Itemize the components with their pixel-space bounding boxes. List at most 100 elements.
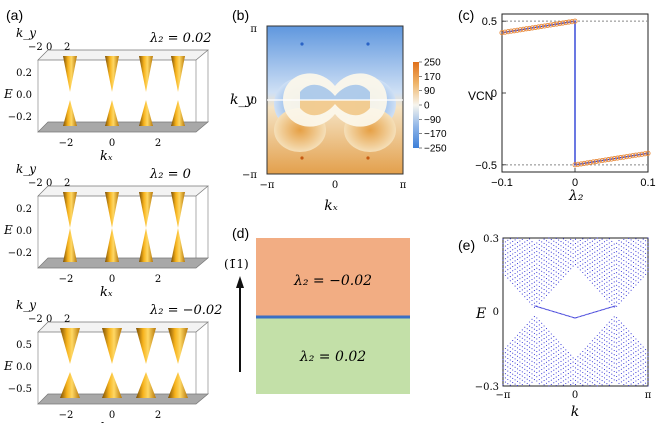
e-band-point <box>611 266 613 268</box>
a-cone-upper <box>105 192 119 228</box>
e-band-point <box>516 267 519 269</box>
e-band-point <box>608 359 610 361</box>
e-band-point <box>526 277 528 279</box>
e-band-point <box>541 262 543 264</box>
e-band-point <box>620 254 622 256</box>
e-band-point <box>507 269 509 271</box>
e-band-point <box>608 271 610 273</box>
e-band-point <box>645 273 647 275</box>
e-band-point <box>640 381 642 383</box>
e-band-point <box>560 245 562 247</box>
e-xlabel: k <box>571 404 579 420</box>
e-band-point <box>635 280 637 282</box>
e-band-point <box>611 361 613 363</box>
e-band-point <box>618 273 620 275</box>
e-band-point <box>555 250 557 252</box>
e-band-point <box>613 302 615 304</box>
e-band-point <box>536 317 538 319</box>
c-data-point <box>587 159 593 165</box>
e-band-point <box>577 249 579 251</box>
e-band-point <box>555 363 557 366</box>
e-band-point <box>628 267 630 269</box>
e-edge-state <box>609 307 611 309</box>
e-band-point <box>529 367 531 369</box>
e-band-point <box>502 251 504 253</box>
panel-label-b: (b) <box>232 7 249 23</box>
e-band-point <box>560 356 562 358</box>
e-band-point <box>635 259 637 261</box>
c-data-point <box>615 155 621 161</box>
e-band-point <box>591 373 593 375</box>
e-band-point <box>625 261 627 263</box>
e-band-point <box>543 242 545 244</box>
a-kx-tick: −2 <box>59 274 74 285</box>
e-band-point <box>550 362 552 364</box>
e-xtick-0: 0 <box>572 390 578 401</box>
e-band-point <box>529 371 531 373</box>
e-band-point <box>577 373 579 375</box>
e-edge-state <box>569 315 571 317</box>
e-band-point <box>519 378 521 380</box>
e-band-point <box>647 381 649 383</box>
c-data-point <box>608 156 615 162</box>
e-edge-state <box>567 315 569 317</box>
e-band-point <box>601 380 603 382</box>
e-band-point <box>632 344 635 346</box>
c-data-point <box>557 21 563 27</box>
e-band-point <box>541 339 543 341</box>
e-band-point <box>565 260 567 263</box>
e-band-point <box>584 274 586 276</box>
e-band-point <box>524 360 526 362</box>
e-band-point <box>526 353 528 355</box>
e-band-point <box>589 368 591 370</box>
e-band-point <box>625 340 627 342</box>
e-band-point <box>606 256 608 258</box>
e-band-point <box>570 268 572 270</box>
e-band-point <box>507 362 509 364</box>
e-band-point <box>584 266 586 268</box>
e-ytick-bottom: −0.3 <box>475 382 499 393</box>
e-edge-state <box>577 316 579 318</box>
e-band-point <box>608 238 610 240</box>
e-band-point <box>640 356 642 358</box>
e-band-point <box>596 250 598 252</box>
e-band-point <box>645 265 647 267</box>
e-band-point <box>509 355 511 357</box>
e-band-point <box>628 292 630 294</box>
e-band-point <box>630 366 632 368</box>
e-band-point <box>630 285 632 287</box>
e-band-point <box>545 336 548 338</box>
e-band-point <box>538 260 540 262</box>
e-band-point <box>587 273 589 275</box>
e-band-point <box>635 380 637 382</box>
e-band-point <box>509 346 511 348</box>
e-band-point <box>640 258 642 260</box>
e-band-point <box>594 281 596 283</box>
e-band-point <box>582 267 584 269</box>
e-band-point <box>529 325 531 327</box>
e-band-point <box>601 329 603 331</box>
e-band-point <box>521 346 523 348</box>
e-edge-state <box>561 313 563 315</box>
e-band-point <box>620 249 622 252</box>
e-band-point <box>526 357 528 359</box>
e-band-point <box>613 277 615 279</box>
e-band-point <box>545 370 548 372</box>
e-band-point <box>548 241 550 243</box>
e-band-point <box>611 253 613 255</box>
e-band-point <box>623 285 625 287</box>
e-band-point <box>541 253 543 256</box>
e-edge-state <box>550 310 552 312</box>
e-band-point <box>545 357 548 359</box>
e-band-point <box>618 286 620 288</box>
e-band-point <box>516 368 519 370</box>
e-band-point <box>562 350 564 353</box>
e-band-point <box>514 370 516 373</box>
e-band-point <box>548 266 550 269</box>
e-band-point <box>611 240 613 242</box>
e-band-point <box>611 295 613 297</box>
e-band-point <box>543 338 545 340</box>
e-band-point <box>599 357 601 359</box>
e-band-point <box>587 247 589 249</box>
e-band-point <box>611 344 613 346</box>
